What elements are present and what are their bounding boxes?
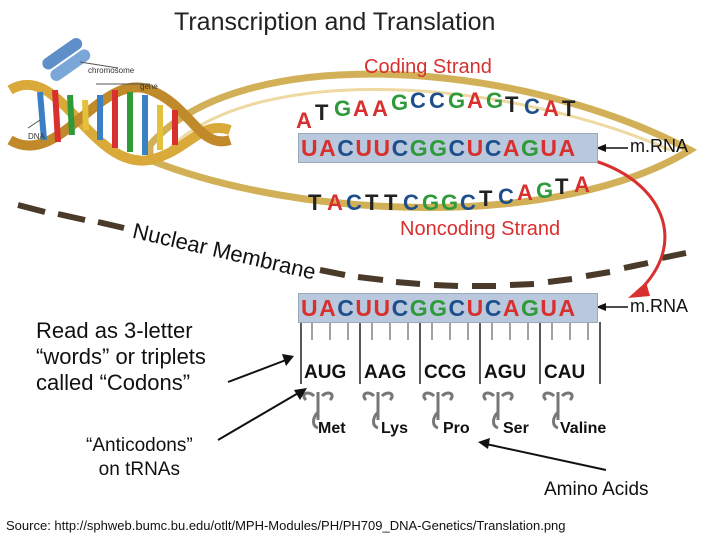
strand-base: T — [308, 190, 322, 215]
strand-base: G — [441, 190, 459, 215]
mrna-base: A — [502, 295, 522, 321]
strand-base: T — [315, 100, 329, 125]
anticodons-line: “Anticodons” — [86, 435, 193, 456]
transport-arrow — [591, 158, 667, 292]
strand-base: A — [543, 96, 559, 121]
mrna-base: A — [319, 135, 338, 161]
mrna-base: A — [319, 295, 338, 321]
codon: AAG — [364, 362, 407, 383]
codon: AGU — [484, 362, 527, 383]
mrna-base: U — [466, 135, 485, 161]
mrna-base: C — [337, 135, 356, 161]
mrna-base: C — [391, 135, 410, 161]
strand-base: G — [448, 88, 466, 113]
strand-base: A — [574, 172, 590, 197]
mrna-label-bottom: m.RNA — [630, 296, 688, 316]
strand-base: G — [334, 96, 352, 121]
dna-helix-image — [7, 37, 232, 166]
mrna-base: U — [301, 135, 320, 161]
amino-acid: Lys — [381, 420, 408, 437]
mrna-base: A — [502, 135, 522, 161]
strand-base: C — [346, 190, 362, 215]
page-title: Transcription and Translation — [174, 8, 496, 36]
strand-base: T — [555, 174, 569, 199]
mrna-base: G — [521, 295, 541, 321]
mrna-base: C — [448, 295, 467, 321]
codon: CCG — [424, 362, 467, 383]
mrna-base: A — [558, 135, 577, 161]
strand-base: A — [467, 88, 483, 113]
strand-base: A — [353, 96, 369, 121]
read-as-line: “words” or triplets — [36, 344, 206, 369]
strand-base: A — [517, 180, 533, 205]
mrna-base: U — [355, 135, 374, 161]
strand-base: T — [384, 190, 398, 215]
nuclear-membrane-dashes — [17, 202, 687, 289]
mrna-base: G — [521, 135, 541, 161]
anticodons-text: “Anticodons” on tRNAs — [86, 434, 193, 482]
coding-strand-label: Coding Strand — [364, 56, 492, 78]
golden-loop — [146, 70, 698, 211]
strand-base: G — [391, 90, 409, 115]
codon: AUG — [304, 362, 347, 383]
strand-base: C — [498, 184, 514, 209]
strand-base: C — [410, 88, 426, 113]
strand-base: G — [536, 178, 554, 203]
mrna-base: U — [355, 295, 374, 321]
source-citation: Source: http://sphweb.bumc.bu.edu/otlt/M… — [6, 518, 566, 533]
trna-shapes — [302, 391, 574, 430]
codon: CAU — [544, 362, 586, 383]
mrna-base: U — [466, 295, 485, 321]
mrna-base: C — [484, 135, 503, 161]
noncoding-strand-label: Noncoding Strand — [400, 218, 561, 240]
strand-base: G — [422, 190, 440, 215]
mrna-strand-top: UACUUCGGCUCAGUA — [298, 133, 598, 163]
strand-base: T — [365, 190, 379, 215]
dna-label: DNA — [28, 132, 45, 141]
gene-label: gene — [140, 82, 158, 91]
strand-base: G — [486, 88, 504, 113]
mrna-base: G — [429, 135, 449, 161]
mrna-sequence-bottom: UACUUCGGCUCAGUA — [301, 295, 577, 321]
mrna-strand-bottom: UACUUCGGCUCAGUA — [298, 293, 598, 323]
amino-acids-label: Amino Acids — [544, 479, 649, 500]
mrna-base: G — [409, 135, 430, 161]
mrna-base: U — [301, 295, 320, 321]
anticodons-line: on tRNAs — [98, 459, 180, 480]
mrna-base: C — [448, 135, 467, 161]
strand-base: T — [505, 92, 519, 117]
read-as-line: called “Codons” — [36, 370, 191, 395]
mrna-base: U — [373, 135, 392, 161]
mrna-base: G — [409, 295, 430, 321]
strand-base: T — [562, 96, 576, 121]
amino-acid: Valine — [560, 420, 607, 437]
mrna-base: C — [484, 295, 503, 321]
mrna-base: G — [429, 295, 449, 321]
mrna-base: C — [391, 295, 410, 321]
mrna-sequence-top: UACUUCGGCUCAGUA — [301, 135, 577, 161]
mrna-label-top: m.RNA — [630, 136, 688, 156]
mrna-base: U — [540, 295, 559, 321]
mrna-base: U — [540, 135, 559, 161]
amino-acid: Met — [318, 420, 346, 437]
mrna-base: U — [373, 295, 392, 321]
amino-acid: Ser — [503, 420, 529, 437]
amino-acid: Pro — [443, 420, 470, 437]
strand-base: T — [479, 186, 493, 211]
strand-base: A — [372, 96, 388, 121]
read-as-line: Read as 3-letter — [36, 318, 193, 343]
chromosome-label: chromosome — [88, 66, 135, 75]
strand-base: A — [296, 108, 312, 133]
mrna-base: A — [558, 295, 577, 321]
strand-base: C — [524, 94, 540, 119]
strand-base: C — [429, 88, 445, 113]
strand-base: C — [403, 190, 419, 215]
read-as-codons-text: Read as 3-letter “words” or triplets cal… — [36, 318, 206, 396]
strand-base: C — [460, 190, 476, 215]
mrna-base: C — [337, 295, 356, 321]
strand-base: A — [327, 190, 343, 215]
